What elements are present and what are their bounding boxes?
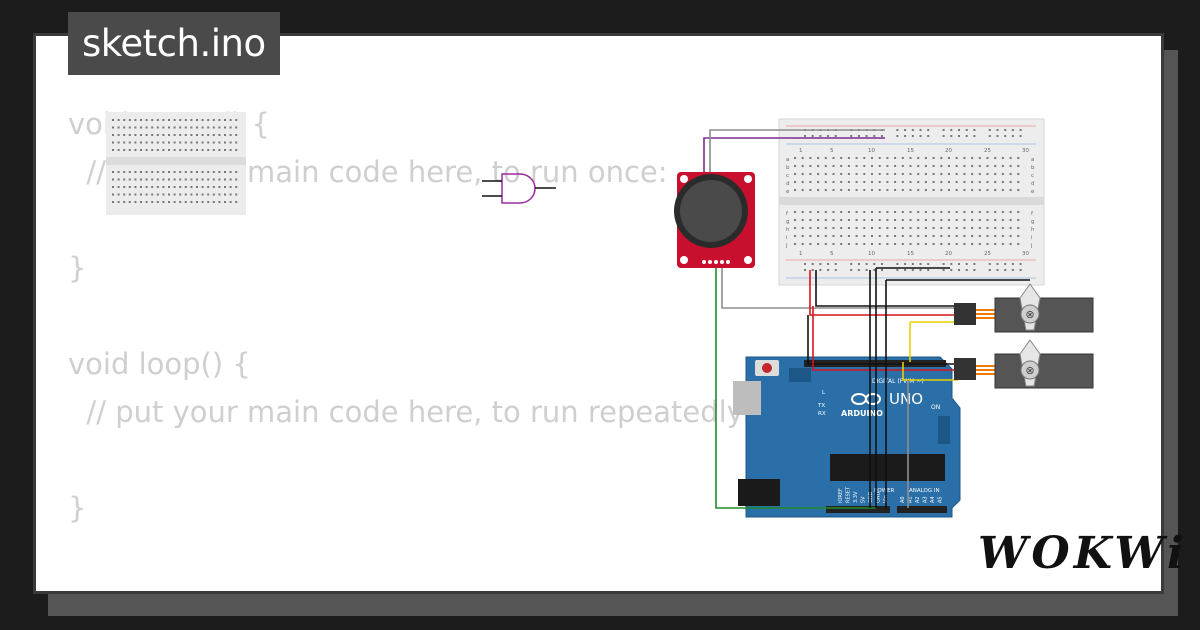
row-letter: c (786, 173, 789, 179)
row-letter: i (1031, 235, 1033, 241)
power-header (826, 506, 890, 513)
wokwi-logo: WOKWi (978, 528, 1188, 579)
row-letter: h (786, 227, 790, 233)
power-jack (738, 479, 780, 506)
column-number: 10 (868, 148, 875, 154)
sketch-file-tab[interactable]: sketch.ino (68, 12, 280, 75)
pin-label: RESET (846, 486, 852, 503)
row-letter: a (1031, 157, 1034, 163)
arduino-uno[interactable]: DIGITAL (PWM ~) ARDUINO UNO ON POWER ANA… (733, 356, 961, 518)
pin-label: A1 (908, 496, 914, 503)
joystick-module[interactable] (674, 172, 755, 268)
row-letter: i (786, 235, 788, 241)
pin-label: GND (876, 491, 882, 503)
column-number: 30 (1022, 251, 1029, 257)
and-gate[interactable] (482, 173, 556, 204)
reset-button (762, 363, 772, 373)
pin-label: IOREF (838, 488, 844, 503)
pin-label: A0 (900, 496, 906, 503)
servo-motor-1[interactable]: ⊗ (954, 283, 1094, 333)
usb-port (733, 381, 761, 415)
row-letter: f (1031, 211, 1034, 217)
model-label: UNO (889, 390, 923, 408)
row-letter: d (786, 181, 790, 187)
pin-label: A4 (930, 496, 936, 503)
row-letter: b (1031, 165, 1035, 171)
atmega-chip (830, 454, 945, 481)
pin-label: 5V (861, 496, 867, 503)
row-letter: d (1031, 181, 1035, 187)
servo-screw-icon: ⊗ (1025, 365, 1034, 377)
column-number: 20 (945, 251, 952, 257)
column-number: 10 (868, 251, 875, 257)
on-label: ON (931, 404, 940, 411)
servo-motor-2[interactable]: ⊗ (954, 339, 1094, 389)
row-letter: a (786, 157, 789, 163)
column-number: 25 (984, 251, 991, 257)
row-letter: g (786, 219, 790, 225)
infinity-logo-icon (851, 393, 881, 405)
code-line: // put your main code here, to run repea… (68, 395, 752, 429)
column-number: 15 (907, 148, 914, 154)
row-letter: c (1031, 173, 1034, 179)
column-number: 15 (907, 251, 914, 257)
column-number: 30 (1022, 148, 1029, 154)
column-number: 1 (799, 251, 803, 257)
row-letter: j (785, 243, 788, 249)
mini-breadboard[interactable] (106, 112, 246, 215)
pin-label: 3.3V (853, 491, 859, 503)
column-number: 5 (830, 251, 834, 257)
row-letter: j (1030, 243, 1033, 249)
analog-label: ANALOG IN (909, 488, 940, 494)
led-label-rx: RX (818, 411, 826, 417)
pin-label: GND (868, 491, 874, 503)
row-letter: b (786, 165, 790, 171)
pin-label: A3 (923, 496, 929, 503)
code-line: } (68, 491, 87, 525)
servo-screw-icon: ⊗ (1025, 309, 1034, 321)
brand-label: ARDUINO (841, 409, 883, 418)
row-letter: f (786, 211, 789, 217)
row-letter: h (1031, 227, 1035, 233)
led-label-tx: TX (817, 403, 825, 409)
pin-label: A5 (938, 496, 944, 503)
power-label: POWER (874, 488, 895, 494)
digital-label: DIGITAL (PWM ~) (872, 378, 924, 385)
column-number: 20 (945, 148, 952, 154)
row-letter: e (786, 189, 790, 195)
led-label-l: L (822, 390, 826, 396)
analog-header (897, 506, 947, 513)
code-line: } (68, 251, 87, 285)
pin-label: A2 (915, 496, 921, 503)
column-number: 5 (830, 148, 834, 154)
column-number: 25 (984, 148, 991, 154)
column-number: 1 (799, 148, 803, 154)
code-line: void loop() { (68, 347, 251, 381)
row-letter: e (1031, 189, 1035, 195)
row-letter: g (1031, 219, 1035, 225)
